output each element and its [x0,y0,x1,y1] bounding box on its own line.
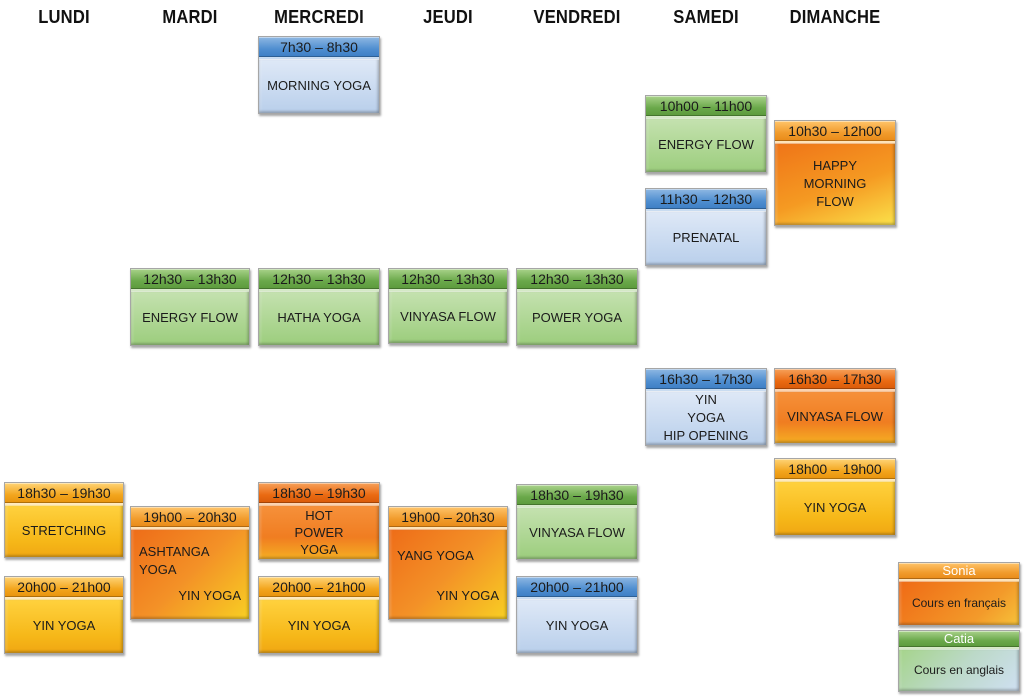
class-card[interactable]: 18h30 – 19h30 HOT POWER YOGA [258,482,380,560]
class-time: 10h30 – 12h00 [775,121,895,143]
class-name-primary: ASHTANGA YOGA [139,544,209,577]
class-time: 20h00 – 21h00 [5,577,123,599]
day-header-mercredi: MERCREDI [274,7,364,27]
class-card[interactable]: 12h30 – 13h30 VINYASA FLOW [388,268,508,344]
class-card[interactable]: 10h00 – 11h00 ENERGY FLOW [645,95,767,173]
day-header-vendredi: VENDREDI [533,7,621,27]
class-name: VINYASA FLOW [389,291,507,343]
class-time: 16h30 – 17h30 [775,369,895,391]
legend-english: Catia Cours en anglais [898,630,1020,692]
class-time: 18h30 – 19h30 [259,483,379,505]
class-card[interactable]: 20h00 – 21h00 YIN YOGA [516,576,638,654]
class-time: 12h30 – 13h30 [517,269,637,291]
class-name: POWER YOGA [517,291,637,345]
class-card[interactable]: 19h00 – 20h30 YANG YOGA YIN YOGA [388,506,508,620]
day-header-lundi: LUNDI [38,7,90,27]
class-card[interactable]: 16h30 – 17h30 VINYASA FLOW [774,368,896,444]
class-card[interactable]: 18h00 – 19h00 YIN YOGA [774,458,896,536]
class-card[interactable]: 12h30 – 13h30 POWER YOGA [516,268,638,346]
class-name: STRETCHING [5,505,123,557]
class-name: YANG YOGA YIN YOGA [389,529,507,619]
class-time: 18h00 – 19h00 [775,459,895,481]
class-card[interactable]: 18h30 – 19h30 VINYASA FLOW [516,484,638,560]
legend-french: Sonia Cours en français [898,562,1020,626]
class-name: YIN YOGA [259,599,379,653]
class-name: YIN YOGA [5,599,123,653]
class-time: 12h30 – 13h30 [389,269,507,291]
class-card[interactable]: 12h30 – 13h30 ENERGY FLOW [130,268,250,346]
class-time: 19h00 – 20h30 [131,507,249,529]
class-name: YIN YOGA HIP OPENING [646,391,766,445]
day-header-jeudi: JEUDI [423,7,473,27]
class-name: ASHTANGA YOGA YIN YOGA [131,529,249,619]
class-name-primary: YANG YOGA [397,548,474,563]
legend-label: Cours en français [899,581,1019,625]
class-name: VINYASA FLOW [775,391,895,443]
class-card[interactable]: 20h00 – 21h00 YIN YOGA [258,576,380,654]
day-header-samedi: SAMEDI [673,7,739,27]
class-time: 7h30 – 8h30 [259,37,379,59]
class-card[interactable]: 18h30 – 19h30 STRETCHING [4,482,124,558]
class-time: 16h30 – 17h30 [646,369,766,391]
class-card[interactable]: 12h30 – 13h30 HATHA YOGA [258,268,380,346]
class-name-secondary: YIN YOGA [178,588,241,603]
class-name: ENERGY FLOW [646,118,766,172]
class-name: HAPPY MORNING FLOW [775,143,895,225]
day-header-mardi: MARDI [162,7,218,27]
class-name: YIN YOGA [517,599,637,653]
class-name: HOT POWER YOGA [259,505,379,559]
class-time: 10h00 – 11h00 [646,96,766,118]
legend-teacher-name: Sonia [899,563,1019,581]
day-header-dimanche: DIMANCHE [789,7,881,27]
class-time: 20h00 – 21h00 [517,577,637,599]
class-time: 11h30 – 12h30 [646,189,766,211]
class-time: 12h30 – 13h30 [131,269,249,291]
class-time: 20h00 – 21h00 [259,577,379,599]
class-card[interactable]: 16h30 – 17h30 YIN YOGA HIP OPENING [645,368,767,446]
class-card[interactable]: 20h00 – 21h00 YIN YOGA [4,576,124,654]
class-card[interactable]: 10h30 – 12h00 HAPPY MORNING FLOW [774,120,896,226]
class-time: 19h00 – 20h30 [389,507,507,529]
class-time: 18h30 – 19h30 [517,485,637,507]
class-name: ENERGY FLOW [131,291,249,345]
class-name: MORNING YOGA [259,59,379,113]
class-card[interactable]: 11h30 – 12h30 PRENATAL [645,188,767,266]
class-time: 12h30 – 13h30 [259,269,379,291]
legend-label: Cours en anglais [899,649,1019,691]
class-name: HATHA YOGA [259,291,379,345]
class-name: YIN YOGA [775,481,895,535]
legend-teacher-name: Catia [899,631,1019,649]
class-card[interactable]: 7h30 – 8h30 MORNING YOGA [258,36,380,114]
class-name: VINYASA FLOW [517,507,637,559]
class-name-secondary: YIN YOGA [436,588,499,603]
class-name: PRENATAL [646,211,766,265]
class-time: 18h30 – 19h30 [5,483,123,505]
class-card[interactable]: 19h00 – 20h30 ASHTANGA YOGA YIN YOGA [130,506,250,620]
